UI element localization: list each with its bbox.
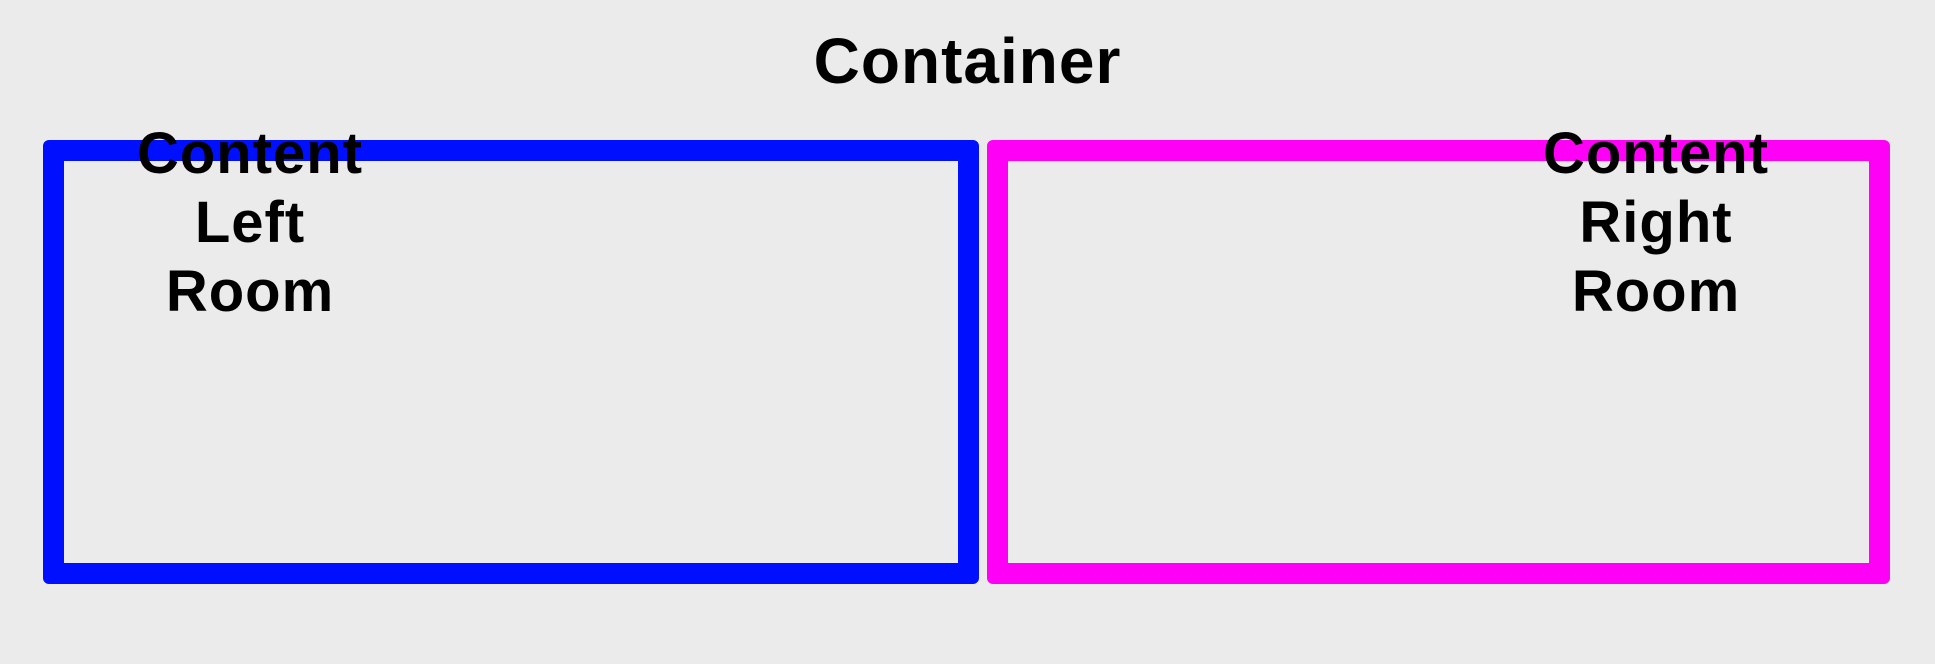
right-room-label-line-2: Right [1579,190,1733,255]
right-room-label-line-3: Room [1571,259,1741,324]
right-room-box [987,140,1890,584]
left-room-label-line-3: Room [165,259,335,324]
left-room-label-line-2: Left [194,190,306,255]
left-room-label: Content Left Room [120,119,380,326]
left-room-box [43,140,979,584]
left-room-label-line-1: Content [136,121,364,186]
container-title: Container [813,25,1122,97]
right-room-label-line-1: Content [1542,121,1770,186]
right-room-label: Content Right Room [1526,119,1786,326]
